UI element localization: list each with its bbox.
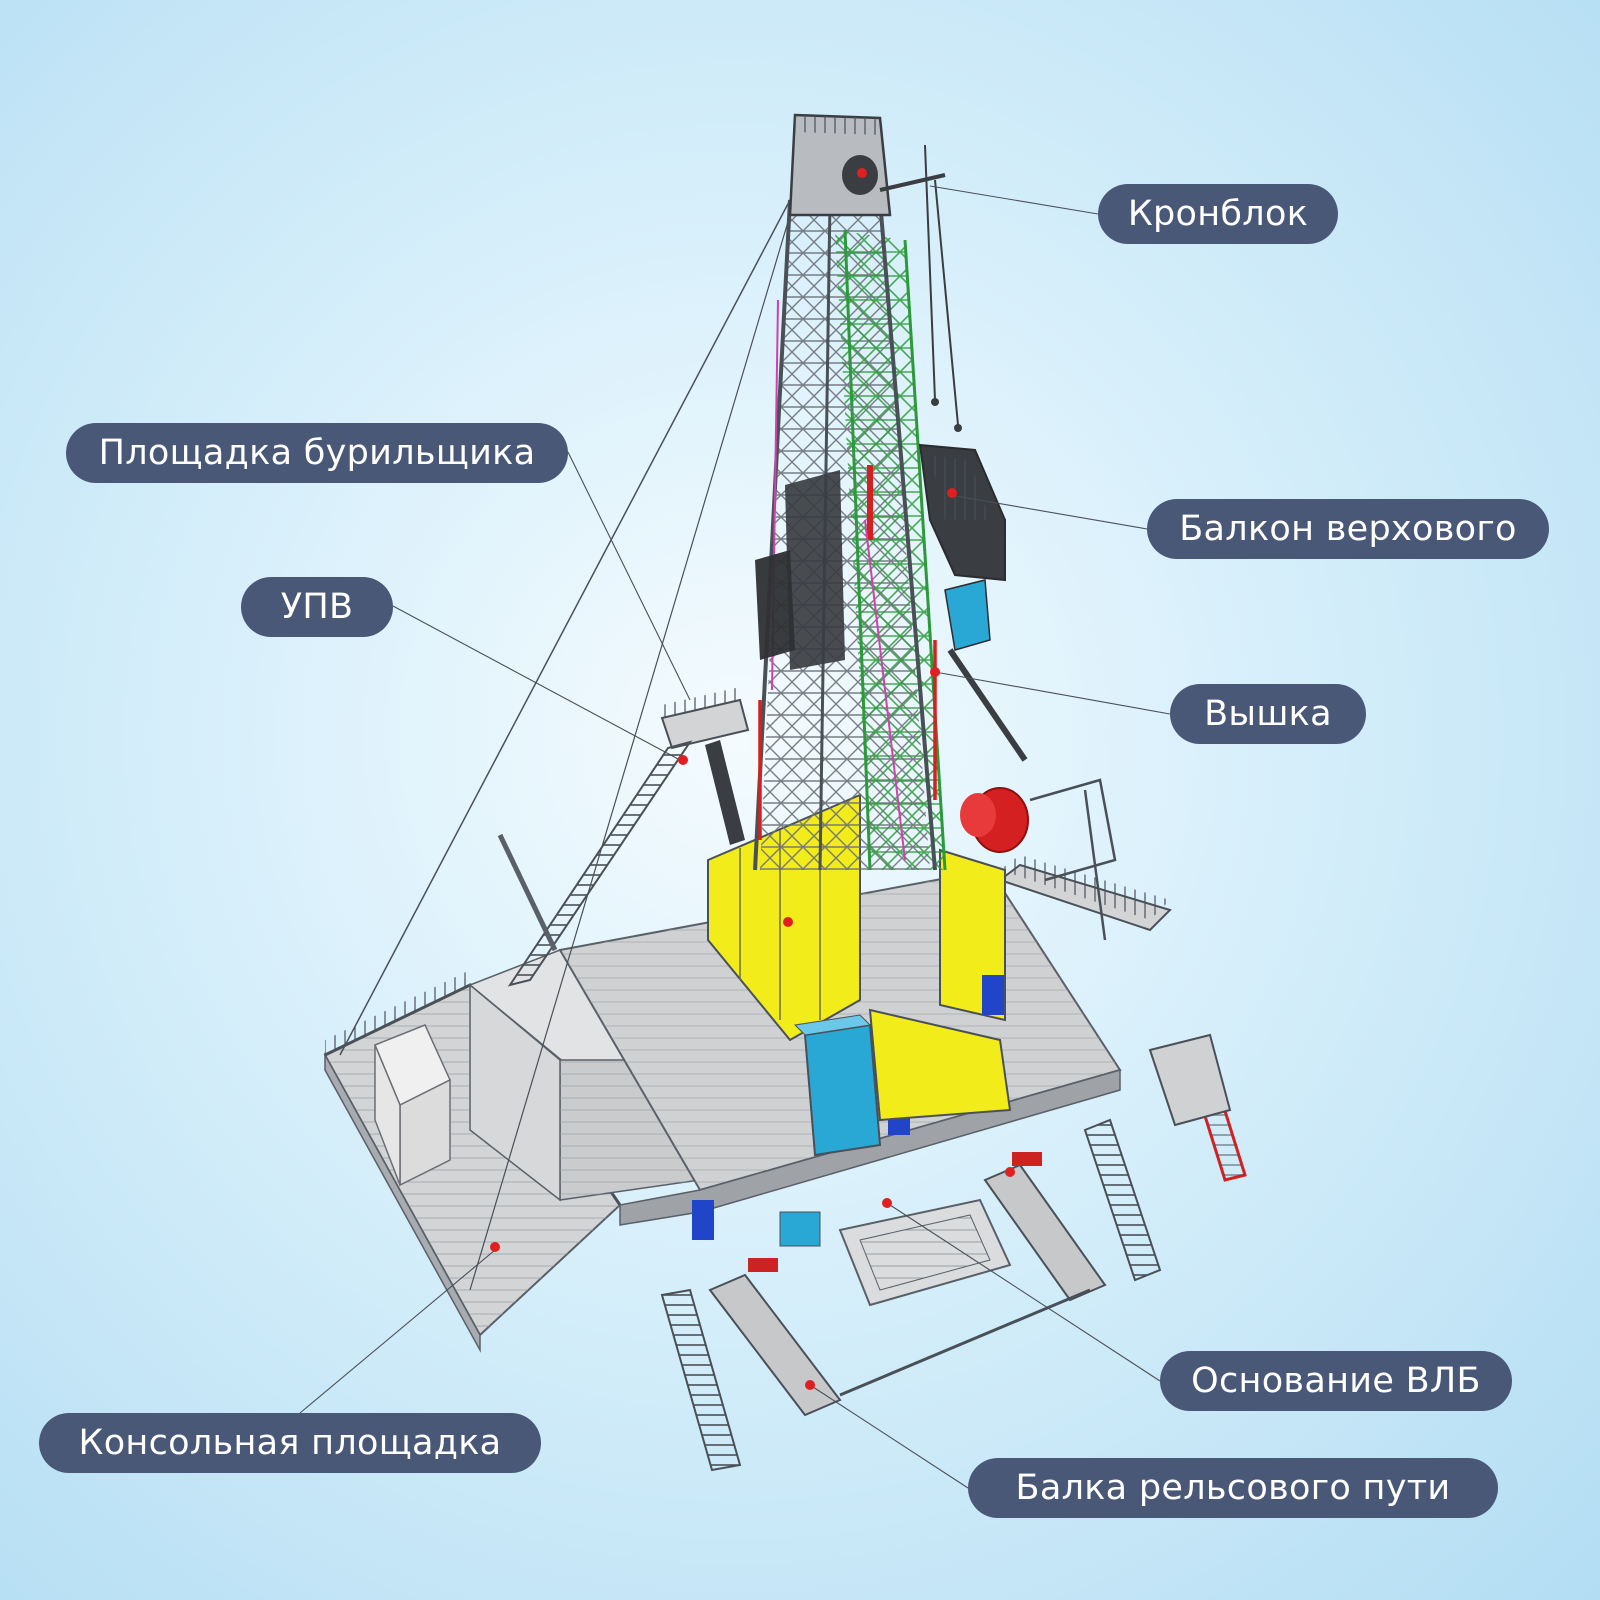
stair-right-long <box>1083 1118 1162 1282</box>
marker-kronblok <box>857 168 867 178</box>
hoist-line-1 <box>924 144 936 401</box>
jack-right <box>1012 1152 1042 1166</box>
label-balkon-verkhovogo: Балкон верхового <box>1147 499 1549 559</box>
cyan-module <box>803 1023 882 1157</box>
label-konsolnaya-ploshchadka: Консольная площадка <box>39 1413 541 1473</box>
marker-points <box>490 168 1015 1390</box>
crown-block-rail <box>795 115 880 135</box>
hook-1 <box>931 398 939 406</box>
marker-winch <box>1005 1167 1015 1177</box>
leader-kronblok <box>929 185 1099 215</box>
pipe-ramp <box>997 778 1172 941</box>
windwall-panel-2 <box>755 550 795 660</box>
label-ploshchadka-burilshchika: Площадка бурильщика <box>66 423 568 483</box>
label-upv: УПВ <box>241 577 393 637</box>
torque-tube <box>947 648 1028 762</box>
marker-konsol <box>490 1242 500 1252</box>
hook-2 <box>954 424 962 432</box>
rail-connector-rod <box>839 1288 1091 1397</box>
label-balka-relsovogo-puti: Балка рельсового пути <box>968 1458 1498 1518</box>
marker-balka <box>805 1380 815 1390</box>
guy-cable <box>339 199 791 1056</box>
upv-column <box>705 740 745 845</box>
label-kronblok: Кронблок <box>1098 184 1338 244</box>
cyan-box-small <box>779 1211 821 1247</box>
mast-leg-green-1 <box>843 229 872 871</box>
upv-platform-rail <box>662 687 740 718</box>
blue-window <box>982 975 1004 1015</box>
marker-ploshchadka <box>678 755 688 765</box>
stair-front-left <box>660 1288 742 1472</box>
crown-arm <box>879 173 946 192</box>
leader-upv <box>392 605 681 761</box>
marker-vyshka <box>930 667 940 677</box>
mast-magenta-member <box>864 519 906 861</box>
pipe-rack-frame <box>1029 778 1117 882</box>
console-platform-edge <box>324 1052 481 1353</box>
leader-osnovanie <box>886 1202 1161 1382</box>
label-vyshka: Вышка <box>1170 684 1366 744</box>
leader-ploshchadka <box>567 451 691 701</box>
stair-right-red-steps <box>1200 1095 1245 1180</box>
landing-right <box>1148 1033 1232 1127</box>
mast-leg-green-2 <box>903 239 947 871</box>
yellow-cabin-lower <box>868 1008 1012 1122</box>
cabinet-block-front <box>374 1044 401 1186</box>
leader-lines <box>299 185 1171 1489</box>
windwall-panel-1 <box>785 470 845 670</box>
upv-pipe-handler <box>497 687 750 987</box>
pipe-rack-post <box>1083 789 1107 941</box>
upv-boom <box>497 833 558 952</box>
blue-door-1 <box>692 1200 714 1240</box>
cyan-module-top <box>793 1014 872 1036</box>
winch-drum-2 <box>960 793 996 837</box>
console-railing-bars <box>325 970 470 1055</box>
rail-beam-right <box>983 1163 1107 1302</box>
leader-balkon <box>949 494 1148 530</box>
hoist-line-2 <box>934 179 959 426</box>
pipe-ramp-rails <box>1000 855 1170 920</box>
upv-ladder <box>507 740 693 987</box>
marker-osnovanie <box>882 1198 892 1208</box>
leader-konsol <box>299 1249 496 1414</box>
jack-left <box>748 1258 778 1272</box>
monkey-board-rail <box>930 455 990 520</box>
vlb-base-inner <box>859 1214 991 1291</box>
marker-balkon <box>947 488 957 498</box>
marker-floor <box>783 917 793 927</box>
derrick-mast <box>339 113 1028 1291</box>
leader-balka <box>809 1384 969 1489</box>
leader-vyshka <box>934 671 1171 715</box>
mast-leg-right <box>878 199 937 871</box>
guy-cable-2 <box>469 214 791 1291</box>
rail-beam-left <box>708 1273 842 1417</box>
cyan-box-upper <box>944 579 991 651</box>
label-osnovanie-vlb: Основание ВЛБ <box>1160 1351 1512 1411</box>
